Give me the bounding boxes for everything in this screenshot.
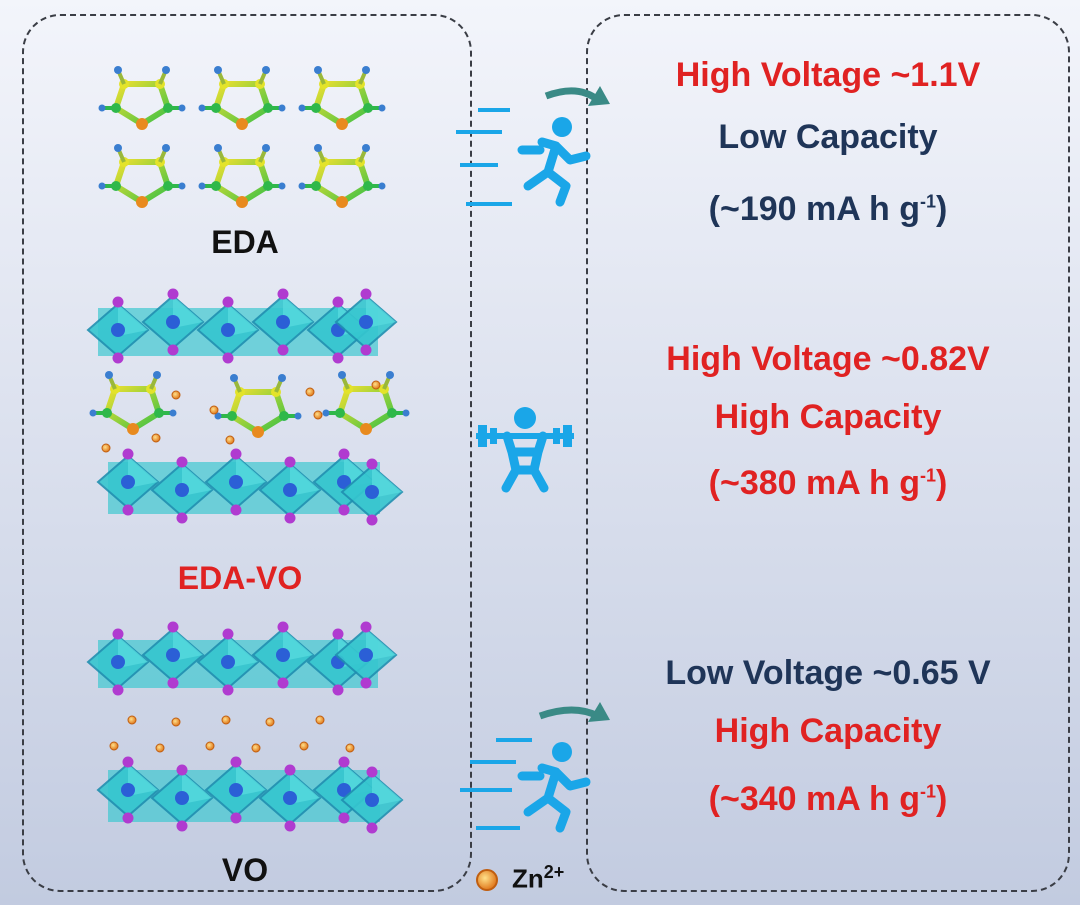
vo-upper-layer (87, 620, 397, 697)
block3-value: (~340 mA h g-1) (708, 780, 948, 818)
block3-voltage: Low Voltage ~0.65 V (665, 654, 991, 692)
eda-vo-label: EDA-VO (177, 560, 303, 596)
eda-vo-upper-layer (87, 287, 397, 365)
block1-value: (~190 mA h g-1) (708, 190, 948, 228)
block1-voltage: High Voltage ~1.1V (675, 56, 981, 94)
block1-capacity: Low Capacity (718, 118, 938, 156)
eda-vo-lower-layer (97, 447, 403, 527)
weightlifter-icon (476, 407, 574, 493)
block2-value: (~380 mA h g-1) (708, 464, 948, 502)
block2-voltage: High Voltage ~0.82V (666, 340, 990, 378)
right-performance-panel (586, 14, 1070, 892)
vo-label: VO (221, 852, 269, 888)
zn-ion-legend-icon (476, 869, 498, 891)
vo-lower-layer (97, 755, 403, 835)
left-structure-panel (22, 14, 472, 892)
curved-arrow-icon (544, 86, 610, 106)
curved-arrow-icon (538, 702, 610, 722)
vo-zn-ions (109, 715, 355, 753)
zn-legend-label: Zn2+ (512, 862, 565, 894)
running-person-icon (460, 738, 591, 833)
block2-capacity: High Capacity (714, 398, 942, 436)
running-person-icon (456, 108, 591, 207)
eda-vo-interlayer (90, 371, 410, 453)
eda-molecule-grid (99, 66, 386, 208)
eda-label: EDA (211, 224, 279, 260)
block3-capacity: High Capacity (714, 712, 942, 750)
